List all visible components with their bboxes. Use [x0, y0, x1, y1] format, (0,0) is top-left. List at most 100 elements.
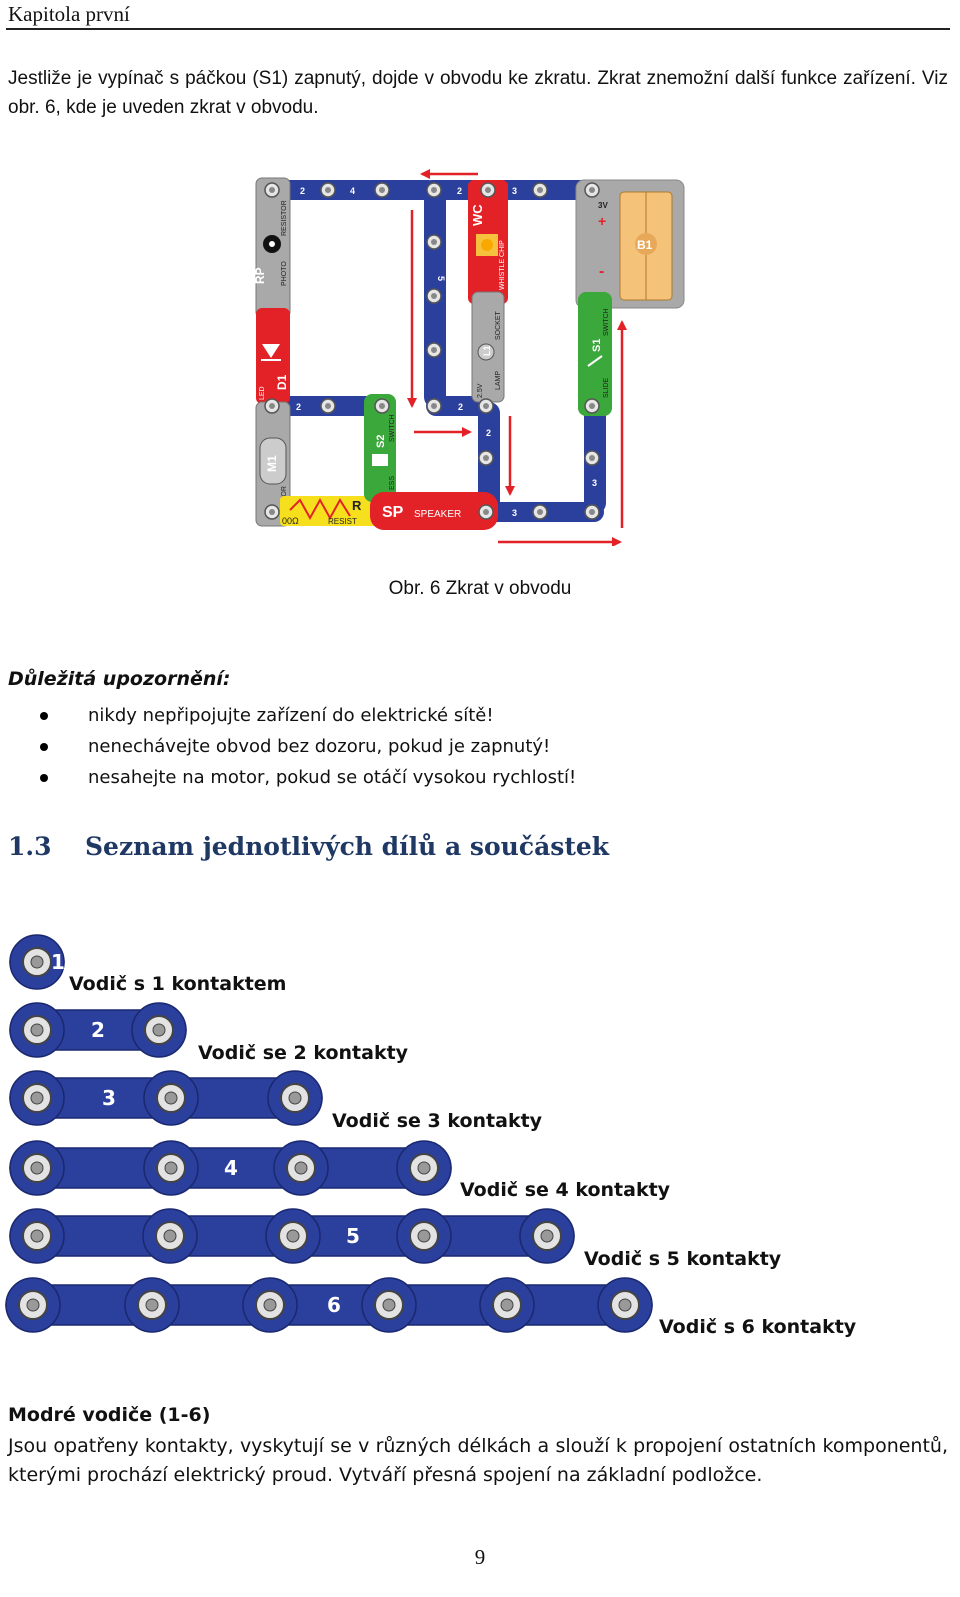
snap-contact-center [379, 187, 385, 193]
num-3b: 3 [512, 508, 517, 518]
label-d1: D1 [275, 374, 289, 390]
photo-resistor-rp: RP PHOTO RESISTOR [253, 177, 291, 319]
blue-wires-description: Jsou opatřeny kontakty, vyskytují se v r… [8, 1435, 948, 1486]
resistor-r: R 00Ω RESIST [280, 496, 388, 526]
circuit-diagram: RP PHOTO RESISTOR LED D1 M1 MOTOR R 00Ω … [253, 169, 685, 546]
label-sp: SP [382, 504, 404, 521]
snap-contact-center [483, 403, 489, 409]
label-rp: RP [253, 267, 267, 284]
snap-contact-center [537, 509, 543, 515]
num-3c: 3 [592, 478, 597, 488]
wire-parts-illustration: 1 2 3 4 5 6 [5, 934, 653, 1333]
label-ohm: 00Ω [282, 516, 299, 526]
snap-contact-center [537, 187, 543, 193]
num-5: 5 [436, 276, 446, 281]
led-d1: LED D1 [256, 308, 290, 404]
wire-number: 1 [51, 950, 65, 974]
snap-contact-center [294, 1161, 308, 1175]
snap-contact-center [163, 1229, 177, 1243]
wire-label-3: Vodič se 3 kontakty [332, 1110, 543, 1132]
snap-contact-center [145, 1298, 159, 1312]
battery-b1: B1 3V + - [575, 179, 685, 309]
num-4: 4 [350, 186, 355, 196]
wire-number: 4 [224, 1156, 238, 1180]
snap-contact-center [30, 1023, 44, 1037]
snap-contact-center [589, 187, 595, 193]
snap-contact-center [417, 1161, 431, 1175]
wire-part-3: 3 [9, 1070, 323, 1126]
label-led: LED [259, 386, 266, 400]
num-2a: 2 [300, 186, 305, 196]
snap-contact-center [431, 239, 437, 245]
snap-contact-center [589, 455, 595, 461]
wire-label-1: Vodič s 1 kontaktem [69, 973, 287, 995]
page-number: 9 [474, 1545, 486, 1569]
label-photo: PHOTO [281, 261, 288, 286]
wire-label-6: Vodič s 6 kontakty [659, 1316, 857, 1338]
snap-contact-center [500, 1298, 514, 1312]
label-ess: ESS [389, 476, 396, 490]
warning-item: nesahejte na motor, pokud se otáčí vysok… [0, 762, 576, 793]
wire-label-5: Vodič s 5 kontakty [584, 1248, 782, 1270]
snap-contacts [264, 182, 600, 520]
label-whistle: WHISTLE CHIP [499, 240, 506, 290]
wire-label-2: Vodič se 2 kontakty [198, 1042, 409, 1064]
label-slide: SLIDE [603, 377, 610, 398]
wire-number: 2 [91, 1018, 105, 1042]
wire-part-5: 5 [9, 1208, 575, 1264]
snap-contact-center [431, 187, 437, 193]
blue-wires-title: Modré vodiče (1-6) [8, 1404, 211, 1426]
snap-contact-center [269, 187, 275, 193]
label-3v: 3V [598, 201, 608, 210]
section-number: 1.3 [8, 832, 52, 861]
page-header: Kapitola první [6, 0, 950, 30]
chapter-title: Kapitola první [8, 2, 130, 26]
current-arrows [407, 169, 627, 546]
minus-sign-icon: - [599, 263, 604, 280]
plus-sign-icon: + [598, 213, 606, 229]
wire-number: 5 [346, 1224, 360, 1248]
num-2c: 2 [296, 402, 301, 412]
snap-contact-center [618, 1298, 632, 1312]
snap-contact-center [417, 1229, 431, 1243]
snap-contact-center [288, 1091, 302, 1105]
wire-part-1: 1 [9, 934, 65, 990]
label-resist: RESIST [328, 517, 357, 526]
num-2b: 2 [457, 186, 462, 196]
intro-paragraph: Jestliže je vypínač s páčkou (S1) zapnut… [8, 68, 948, 118]
wire-part-6: 6 [5, 1277, 653, 1333]
snap-contact-center [30, 955, 44, 969]
snap-contact-center [382, 1298, 396, 1312]
num-2d: 2 [458, 402, 463, 412]
press-switch-s2: S2 ESS SWITCH [364, 394, 396, 502]
num-2e: 2 [486, 428, 491, 438]
snap-contact-center [540, 1229, 554, 1243]
warnings-title: Důležitá upozornění: [8, 668, 231, 690]
wire-top-4 [258, 180, 438, 200]
wire-number: 3 [102, 1086, 116, 1110]
snap-contact-center [286, 1229, 300, 1243]
snap-contact-center [269, 403, 275, 409]
label-s1-switch: SWITCH [603, 308, 610, 336]
snap-contact-center [164, 1091, 178, 1105]
section-title: Seznam jednotlivých dílů a součástek [85, 832, 610, 861]
snap-contact-center [30, 1161, 44, 1175]
label-r: R [352, 498, 362, 513]
warning-item: nikdy nepřipojujte zařízení do elektrick… [0, 700, 576, 731]
snap-contact-center [589, 509, 595, 515]
label-wc: WC [470, 204, 485, 226]
snap-contact-center [485, 187, 491, 193]
warnings-list: nikdy nepřipojujte zařízení do elektrick… [0, 700, 576, 793]
label-b1: B1 [637, 238, 653, 252]
slide-switch-s1: S1 SLIDE SWITCH [578, 292, 612, 416]
snap-contact-center [263, 1298, 277, 1312]
snap-contact-center [379, 403, 385, 409]
snap-contact-center [30, 1229, 44, 1243]
snap-contact-center [431, 347, 437, 353]
snap-contact-center [164, 1161, 178, 1175]
wire-top-2-3 [422, 180, 602, 200]
figure-caption: Obr. 6 Zkrat v obvodu [388, 578, 572, 599]
motor-m1: M1 MOTOR [255, 401, 291, 527]
wire-label-4: Vodič se 4 kontakty [460, 1179, 671, 1201]
label-25v: 2.5V [477, 383, 484, 398]
